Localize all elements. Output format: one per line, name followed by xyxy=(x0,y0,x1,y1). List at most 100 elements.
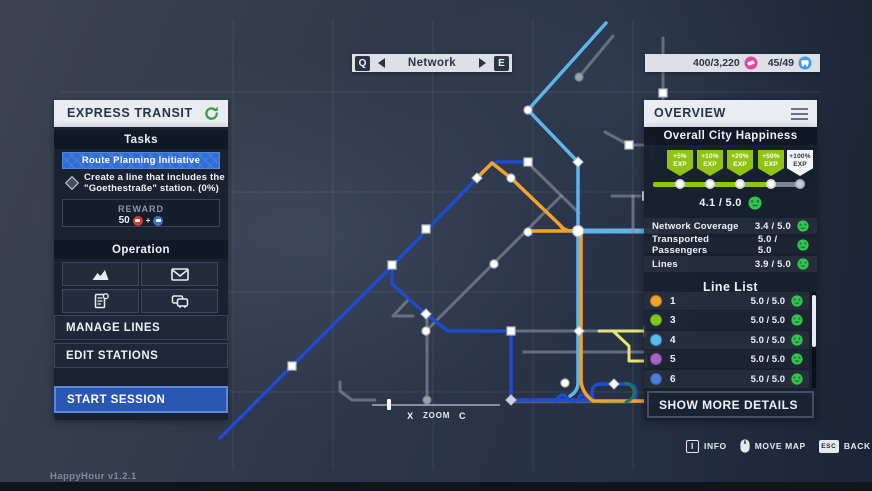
money-resource: 400/3,220 xyxy=(693,56,758,70)
line-row-4[interactable]: 4 5.0 / 5.0 xyxy=(644,331,809,349)
happiness-score-row: 4.1 / 5.0 xyxy=(644,196,817,210)
line-row-6[interactable]: 6 5.0 / 5.0 xyxy=(644,370,809,388)
line-number: 3 xyxy=(670,314,676,326)
letterbox-bar xyxy=(0,482,872,491)
key-i-badge: I xyxy=(686,439,699,453)
back-hint: ESC BACK xyxy=(818,439,871,453)
key-esc-badge: ESC xyxy=(818,439,839,453)
reward-label: REWARD xyxy=(118,204,164,214)
fleet-button[interactable] xyxy=(141,289,218,313)
control-hints: I INFO MOVE MAP ESC BACK xyxy=(686,439,871,453)
zoom-slider[interactable] xyxy=(372,399,500,410)
map-line-blue xyxy=(218,160,661,440)
happiness-header: Overall City Happiness xyxy=(644,127,817,145)
reward-exp-icon xyxy=(153,215,164,226)
milestone-node-1 xyxy=(675,179,685,189)
milestone-node-3 xyxy=(735,179,745,189)
map-stations[interactable] xyxy=(287,72,668,406)
scrollbar-thumb[interactable] xyxy=(812,295,816,347)
line-smiley-icon xyxy=(791,373,803,385)
currency-icon xyxy=(744,56,758,70)
fleet-vehicles-icon xyxy=(171,295,188,308)
express-transit-title: EXPRESS TRANSIT xyxy=(67,106,193,120)
express-transit-header: EXPRESS TRANSIT xyxy=(54,100,228,127)
menu-icon[interactable] xyxy=(791,108,808,123)
vehicles-icon xyxy=(798,56,812,70)
line-list-scrollbar[interactable] xyxy=(812,292,816,388)
milestone-node-4 xyxy=(766,179,776,189)
milestone-node-5 xyxy=(795,179,805,189)
milestone-10pct: +10%EXP xyxy=(697,150,723,176)
line-row-1[interactable]: 1 5.0 / 5.0 xyxy=(644,292,809,310)
task-diamond-icon xyxy=(64,175,80,191)
task-line1: Create a line that includes the xyxy=(84,172,225,183)
line-row-3[interactable]: 3 5.0 / 5.0 xyxy=(644,311,809,329)
line-list-header: Line List xyxy=(703,280,758,294)
line-color-dot xyxy=(650,314,662,326)
overview-header: OVERVIEW xyxy=(644,100,817,127)
edit-stations-button[interactable]: EDIT STATIONS xyxy=(54,343,228,368)
reward-amount: 50 xyxy=(118,215,130,226)
line-number: 4 xyxy=(670,334,676,346)
line-score: 5.0 / 5.0 xyxy=(750,295,785,307)
task-banner-button[interactable]: Route Planning Initiative xyxy=(62,152,220,169)
milestone-100pct: +100%EXP xyxy=(787,150,813,176)
version-label: HappyHour v1.2.1 xyxy=(50,471,137,482)
resource-bar: 400/3,220 45/49 xyxy=(645,54,820,72)
prev-view-arrow[interactable] xyxy=(378,58,385,68)
line-number: 5 xyxy=(670,353,676,365)
task-line2: "Goethestraße" station. (0%) xyxy=(84,183,219,194)
reward-box: REWARD 50 + xyxy=(62,199,220,227)
milestone-50pct: +50%EXP xyxy=(758,150,784,176)
mail-icon xyxy=(170,267,189,281)
stat-smiley-icon xyxy=(797,239,809,251)
line-score: 5.0 / 5.0 xyxy=(750,334,785,346)
line-score: 5.0 / 5.0 xyxy=(750,373,785,385)
map-roads xyxy=(338,34,665,404)
line-smiley-icon xyxy=(791,353,803,365)
stat-smiley-icon xyxy=(797,258,809,270)
key-q-badge: Q xyxy=(355,55,370,71)
key-x-badge: X xyxy=(404,409,417,422)
line-row-5[interactable]: 5 5.0 / 5.0 xyxy=(644,350,809,368)
vehicles-value: 45/49 xyxy=(767,57,794,69)
milestone-node-2 xyxy=(705,179,715,189)
vehicles-resource: 45/49 xyxy=(768,56,812,70)
info-hint-label: INFO xyxy=(704,441,727,451)
happiness-score: 4.1 / 5.0 xyxy=(699,197,742,209)
key-e-badge: E xyxy=(494,55,509,71)
line-color-dot xyxy=(650,373,662,385)
manage-lines-button[interactable]: MANAGE LINES xyxy=(54,315,228,340)
stats-button[interactable] xyxy=(62,262,139,286)
move-map-label: MOVE MAP xyxy=(754,441,806,451)
start-session-button[interactable]: START SESSION xyxy=(54,386,228,413)
back-hint-label: BACK xyxy=(843,441,871,451)
map-line-green xyxy=(624,381,636,404)
line-score: 5.0 / 5.0 xyxy=(750,314,785,326)
mouse-icon xyxy=(740,439,750,453)
next-view-arrow[interactable] xyxy=(479,58,486,68)
line-smiley-icon xyxy=(791,314,803,326)
overview-body: Overall City Happiness +5%EXP +10%EXP +2… xyxy=(644,127,817,420)
line-color-dot xyxy=(650,334,662,346)
refresh-icon[interactable] xyxy=(203,105,220,122)
express-transit-panel: EXPRESS TRANSIT Tasks Route Planning Ini… xyxy=(54,100,228,420)
overview-panel: OVERVIEW Overall City Happiness +5%EXP +… xyxy=(644,100,817,420)
line-color-dot xyxy=(650,295,662,307)
zoom-slider-handle[interactable] xyxy=(387,399,391,410)
line-color-dot xyxy=(650,353,662,365)
move-map-hint: MOVE MAP xyxy=(740,439,806,453)
happiness-track-empty xyxy=(772,182,800,187)
zoom-control: X ZOOM C xyxy=(404,409,470,422)
reports-button[interactable] xyxy=(62,289,139,313)
reward-plus: + xyxy=(145,216,151,225)
task-description: Create a line that includes the "Goethes… xyxy=(84,172,225,194)
express-transit-body: Tasks Route Planning Initiative Create a… xyxy=(54,127,228,420)
show-more-details-button[interactable]: SHOW MORE DETAILS xyxy=(647,391,814,418)
line-number: 1 xyxy=(670,295,676,307)
stat-smiley-icon xyxy=(797,220,809,232)
mail-button[interactable] xyxy=(141,262,218,286)
